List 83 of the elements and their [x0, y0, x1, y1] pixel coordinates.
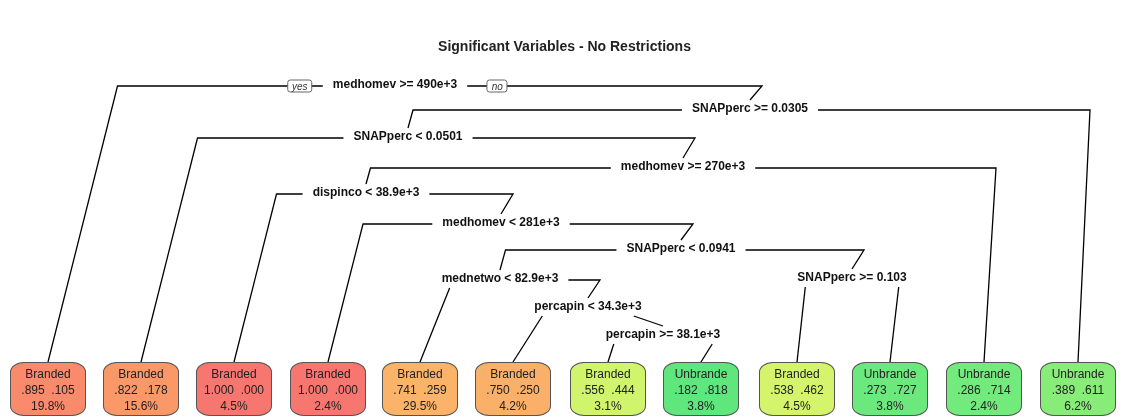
- percentage-label: 3.8%: [875, 398, 905, 414]
- percentage-label: 2.4%: [969, 398, 999, 414]
- percentage-label: 15.6%: [123, 398, 159, 414]
- percentage-label: 3.1%: [593, 398, 623, 414]
- split-label: SNAPperc >= 0.103: [795, 270, 909, 284]
- split-label: SNAPperc < 0.0501: [351, 129, 465, 143]
- branch-line: [607, 343, 615, 363]
- branch-line: [327, 223, 433, 363]
- class-label: Branded: [304, 366, 352, 382]
- class-label: Unbrande: [673, 366, 729, 382]
- leaf-node: [475, 362, 551, 416]
- probability-values: .389 .611: [1050, 382, 1106, 398]
- leaf-node: [103, 362, 179, 416]
- branch-line: [569, 223, 695, 241]
- leaf-node: [196, 362, 272, 416]
- percentage-label: 4.5%: [219, 398, 249, 414]
- branch-line: [754, 167, 997, 363]
- split-label: SNAPperc < 0.0941: [624, 241, 738, 255]
- leaf-node: [759, 362, 835, 416]
- leaf-node: [1040, 362, 1116, 416]
- probability-values: .182 .818: [673, 382, 729, 398]
- leaf-node: [570, 362, 646, 416]
- class-label: Branded: [117, 366, 165, 382]
- percentage-label: 29.5%: [402, 398, 438, 414]
- edge-label: no: [486, 79, 508, 93]
- class-label: Unbrande: [862, 366, 918, 382]
- branch-line: [233, 193, 304, 363]
- probability-values: .822 .178: [113, 382, 169, 398]
- percentage-label: 19.8%: [30, 398, 66, 414]
- branch-line: [471, 137, 697, 159]
- edge-label: yes: [287, 79, 313, 93]
- probability-values: .286 .714: [956, 382, 1012, 398]
- chart-title: Significant Variables - No Restrictions: [437, 38, 692, 54]
- split-label: medhomev < 281e+3: [440, 215, 562, 229]
- percentage-label: 4.5%: [782, 398, 812, 414]
- branch-line: [428, 193, 515, 215]
- class-label: Branded: [396, 366, 444, 382]
- leaf-node: [663, 362, 739, 416]
- branch-line: [499, 249, 618, 271]
- branch-line: [700, 343, 713, 363]
- class-label: Branded: [24, 366, 72, 382]
- class-label: Unbrande: [1050, 366, 1106, 382]
- percentage-label: 4.2%: [498, 398, 528, 414]
- branch-line: [419, 287, 451, 363]
- leaf-node: [382, 362, 458, 416]
- split-label: dispinco < 38.9e+3: [310, 185, 422, 199]
- percentage-label: 3.8%: [686, 398, 716, 414]
- probability-values: 1.000 .000: [296, 382, 360, 398]
- leaf-node: [290, 362, 366, 416]
- leaf-node: [10, 362, 86, 416]
- branch-line: [140, 137, 345, 363]
- class-label: Branded: [584, 366, 632, 382]
- branch-line: [817, 109, 1091, 363]
- probability-values: .750 .250: [485, 382, 541, 398]
- split-label: percapin >= 38.1e+3: [603, 327, 723, 341]
- split-label: mednetwo < 82.9e+3: [439, 271, 561, 285]
- class-label: Branded: [489, 366, 537, 382]
- probability-values: 1.000 .000: [202, 382, 266, 398]
- split-label: medhomev >= 490e+3: [330, 77, 460, 91]
- split-label: SNAPperc >= 0.0305: [689, 101, 811, 115]
- leaf-node: [946, 362, 1022, 416]
- branch-line: [633, 315, 664, 327]
- split-label: medhomev >= 270e+3: [618, 159, 748, 173]
- probability-values: .741 .259: [392, 382, 448, 398]
- branch-line: [466, 85, 764, 101]
- branch-line: [365, 167, 612, 185]
- branch-line: [796, 286, 806, 363]
- class-label: Branded: [773, 366, 821, 382]
- branch-line: [512, 315, 543, 363]
- percentage-label: 6.2%: [1063, 398, 1093, 414]
- leaf-node: [852, 362, 928, 416]
- branch-line: [744, 249, 866, 270]
- percentage-label: 2.4%: [313, 398, 343, 414]
- class-label: Branded: [210, 366, 258, 382]
- probability-values: .895 .105: [20, 382, 76, 398]
- probability-values: .538 .462: [769, 382, 825, 398]
- branch-line: [889, 286, 900, 363]
- branch-line: [407, 109, 683, 129]
- probability-values: .273 .727: [862, 382, 918, 398]
- class-label: Unbrande: [956, 366, 1012, 382]
- probability-values: .556 .444: [580, 382, 636, 398]
- split-label: percapin < 34.3e+3: [532, 299, 644, 313]
- branch-line: [567, 279, 602, 299]
